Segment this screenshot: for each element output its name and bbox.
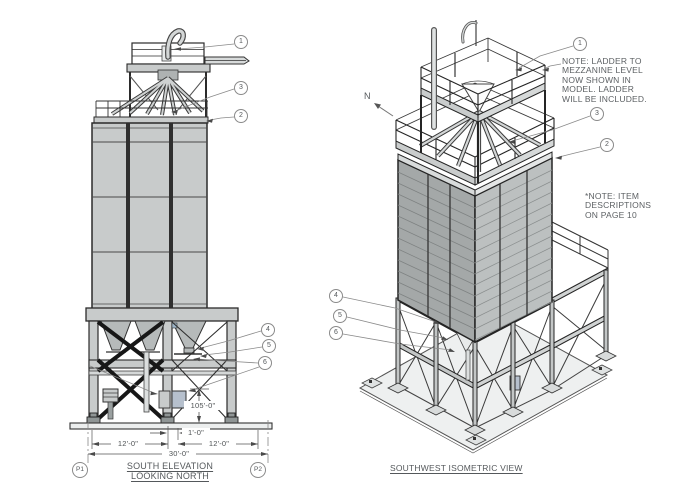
support-structure: [69, 307, 273, 430]
elevation-view-title: SOUTH ELEVATION LOOKING NORTH: [118, 461, 222, 481]
dim-label-30ft: 30'-0": [162, 449, 196, 458]
elevation-title-line2: LOOKING NORTH: [131, 471, 209, 481]
dim-label-12ft-left: 12'-0": [111, 439, 145, 448]
ladder-note: NOTE: LADDER TO MEZZANINE LEVEL NOW SHOW…: [562, 56, 647, 104]
ladder-note-line: MEZZANINE LEVEL: [562, 65, 643, 76]
north-arrow: [374, 103, 394, 117]
item-note-line: *NOTE: ITEM: [585, 191, 640, 201]
dimension-extension-lines: [87, 420, 269, 464]
iso-callout-balloon-2: 2: [600, 138, 614, 152]
elev-callout-balloon-2: 2: [234, 109, 248, 123]
north-label: N: [364, 91, 371, 101]
bin-stiffener: [169, 123, 173, 310]
isometric-title-line: SOUTHWEST ISOMETRIC VIEW: [390, 463, 523, 473]
elev-callout-balloon-5: 5: [262, 339, 276, 353]
iso-pipe: [431, 20, 478, 130]
dim-label-1ft: 1'-0": [182, 428, 210, 437]
foundation: [69, 422, 273, 430]
elev-callout-balloon-1: 1: [234, 35, 248, 49]
bin-body: [91, 122, 208, 311]
iso-leader-lines: [342, 45, 601, 352]
item-descriptions-note: *NOTE: ITEM DESCRIPTIONS ON PAGE 10: [585, 191, 652, 220]
iso-callout-balloon-5: 5: [333, 309, 347, 323]
south-elevation-view: [69, 28, 273, 464]
equipment-left: [102, 388, 119, 420]
grid-balloon-p2: P2: [250, 462, 266, 478]
elevation-leader-lines: [89, 43, 263, 396]
dim-label-105ft: 105'-0": [184, 401, 222, 410]
dim-label-12ft-right: 12'-0": [202, 439, 236, 448]
ladder-note-line: MODEL. LADDER: [562, 84, 635, 95]
iso-callout-balloon-6: 6: [329, 326, 343, 340]
iso-callout-balloon-1: 1: [573, 37, 587, 51]
elev-callout-balloon-4: 4: [261, 323, 275, 337]
level-sensor: [171, 322, 178, 329]
iso-callout-balloon-4: 4: [329, 289, 343, 303]
item-note-line: DESCRIPTIONS: [585, 200, 652, 211]
elev-callout-balloon-6: 6: [258, 356, 272, 370]
iso-corner-pads: [361, 364, 613, 446]
item-note-line: ON PAGE 10: [585, 209, 637, 220]
mezzanine-deck: [93, 116, 209, 124]
iso-leg-feet: [387, 350, 617, 436]
elev-callout-balloon-3: 3: [234, 81, 248, 95]
grid-balloon-p1: P1: [72, 462, 88, 478]
iso-callout-balloon-3: 3: [590, 107, 604, 121]
ladder-note-line: WILL BE INCLUDED.: [562, 93, 647, 104]
equipment-right: [158, 390, 187, 409]
isometric-view-title: SOUTHWEST ISOMETRIC VIEW: [390, 463, 523, 473]
mezzanine-railing: [95, 100, 208, 117]
iso-bin-body: [397, 151, 553, 344]
southwest-isometric-view: [342, 20, 617, 454]
ladder-note-line: NOW SHOWN IN: [562, 74, 631, 85]
hanging-spout: [143, 351, 150, 413]
bin-stiffener: [126, 123, 130, 310]
extension-platform-railing: [551, 221, 609, 269]
ladder-note-line: NOTE: LADDER TO: [562, 56, 642, 66]
elevation-title-line1: SOUTH ELEVATION: [126, 461, 214, 471]
